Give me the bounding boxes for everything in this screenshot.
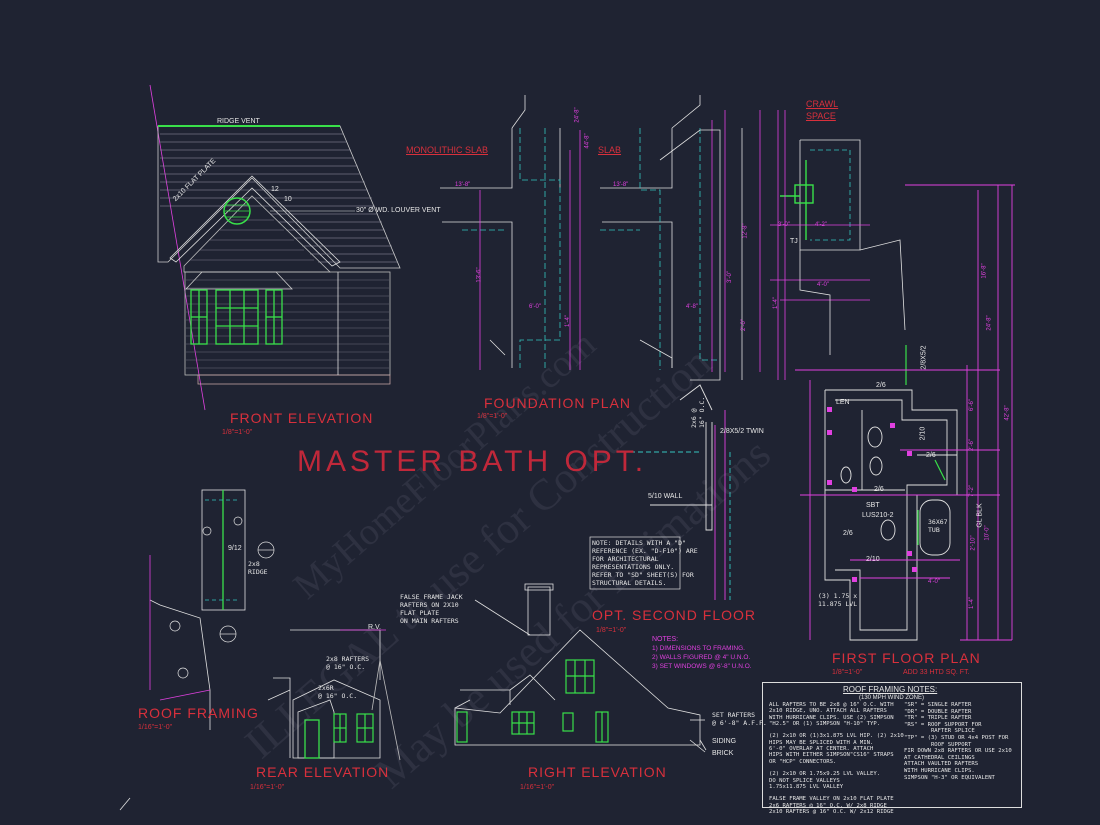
ffp-dim-6: 10'-0"	[984, 525, 991, 541]
front-elevation-scale: 1/8"=1'-0"	[222, 429, 253, 436]
opt-second-floor-title: OPT. SECOND FLOOR	[592, 607, 757, 623]
first-floor-plan-drawing	[795, 184, 1015, 641]
foundation-dim-11: 3'-0"	[726, 271, 733, 283]
right-elevation-title: RIGHT ELEVATION	[528, 764, 667, 780]
twin-label: 2/8X5/2 TWIN	[720, 428, 764, 435]
first-floor-plan-scale: 1/8"=1'-0"	[832, 669, 863, 676]
rafters-2x8-label: 2x8 RAFTERS @ 16" O.C.	[326, 655, 370, 671]
roof-framing-title: ROOF FRAMING	[138, 705, 259, 721]
roof-notes-heading: ROOF FRAMING NOTES:	[843, 685, 938, 694]
ffp-dim-7: 7'-2"	[968, 485, 975, 497]
rear-elevation-title: REAR ELEVATION	[256, 764, 390, 780]
pitch-10-front: 10	[284, 196, 292, 203]
front-elevation-title: FRONT ELEVATION	[230, 410, 374, 426]
room-dim-8: 2/10	[919, 426, 927, 441]
foundation-dim-5: 12'-8"	[742, 223, 749, 239]
first-floor-plan-title: FIRST FLOOR PLAN	[832, 650, 981, 666]
roof-notes-subheading: (130 MPH WIND ZONE)	[859, 695, 925, 701]
crawl-dim-4: 1'-4"	[772, 297, 779, 309]
ridge-2x8-label: 2x8 RIDGE	[248, 560, 268, 576]
crawl-dim-1: 3'-0"	[778, 222, 790, 228]
foundation-dim-10: 4'-8"	[686, 304, 698, 310]
false-frame-label: FALSE FRAME JACK RAFTERS ON 2X10 FLAT PL…	[400, 593, 463, 625]
roof-framing-scale: 1/16"=1'-0"	[138, 724, 173, 731]
room-dim-2: 2/8X5/2	[920, 345, 928, 370]
foundation-dim-1: 13'-8"	[455, 182, 471, 188]
ffp-dim-9: 2'-10"	[970, 535, 977, 551]
opt-note-2: 2) WALLS FIGURED @ 4" U.N.O.	[652, 654, 751, 661]
room-dim-6: 2/6	[874, 486, 884, 493]
rv-label: R.V.	[368, 624, 381, 631]
d-reference-note: NOTE: DETAILS WITH A "D" REFERENCE (EX. …	[592, 539, 698, 587]
siding-label: SIDING	[712, 738, 737, 745]
rafters-2x6r-label: 2x6R @ 16" O.C.	[318, 684, 358, 700]
room-dim-3: LEN	[836, 399, 850, 406]
crawl-dim-3: 4'-0"	[817, 282, 829, 288]
ffp-dim-10: 2'-6"	[968, 439, 975, 451]
set-rafters-label: SET RAFTERS @ 6'-8" A.F.F.	[712, 711, 767, 727]
roof-notes-right: "SR" = SINGLE RAFTER "DR" = DOUBLE RAFTE…	[904, 702, 1012, 781]
sbt-label: SBT	[866, 502, 880, 509]
tj-label: TJ	[790, 238, 798, 245]
foundation-plan-scale: 1/8"=1'-0"	[477, 413, 508, 420]
rear-elevation-drawing	[267, 629, 401, 761]
pitch-12-front: 12	[271, 186, 279, 193]
gl-blk-label: GL BLK	[976, 503, 984, 528]
ffp-dim-8: 4'-0"	[928, 579, 940, 585]
foundation-dim-3: 24'-8"	[574, 107, 581, 123]
ffp-dim-3: 42'-8"	[1004, 405, 1011, 421]
right-elevation-scale: 1/16"=1'-0"	[520, 784, 555, 791]
first-floor-plan-subtitle: ADD 33 HTD SQ. FT.	[903, 669, 970, 676]
lus-label: LUS210-2	[862, 512, 894, 519]
foundation-plan-drawing	[440, 95, 761, 381]
room-dim-1: 2/6	[876, 382, 886, 389]
pitch-912-label: 9/12	[228, 545, 242, 552]
slab-label: SLAB	[598, 145, 622, 155]
opt-second-floor-scale: 1/8"=1'-0"	[596, 627, 627, 634]
ridge-vent-label: RIDGE VENT	[217, 118, 260, 125]
opt-note-3: 3) SET WINDOWS @ 6'-8" U.N.O.	[652, 663, 752, 670]
roof-notes-left: ALL RAFTERS TO BE 2x8 @ 16" O.C. WITH 2x…	[769, 702, 904, 816]
monolithic-slab-label: MONOLITHIC SLAB	[406, 145, 489, 155]
roof-framing-notes-box: ROOF FRAMING NOTES: (130 MPH WIND ZONE) …	[762, 682, 1022, 815]
right-elevation-drawing	[454, 583, 707, 753]
opt-note-1: 1) DIMENSIONS TO FRAMING.	[652, 645, 745, 652]
rafters-2x6-label: 2x6 @ 16" O.C.	[690, 396, 706, 428]
lvl-label: (3) 1.75 x 11.875 LVL	[818, 592, 858, 608]
crawl-space-label: CRAWL SPACE	[806, 99, 839, 121]
room-dim-7: 2/6	[926, 452, 936, 459]
tub-label: 36X67 TUB	[928, 518, 948, 534]
master-bath-title: MASTER BATH OPT.	[297, 445, 648, 478]
foundation-dim-4: 44'-8"	[584, 133, 591, 149]
ffp-dim-5: 1'-4"	[968, 597, 975, 609]
ffp-dim-2: 24'-8"	[986, 315, 993, 331]
stray-stroke	[119, 797, 131, 811]
brick-label: BRICK	[712, 750, 734, 757]
ffp-dim-1: 16'-8"	[981, 263, 988, 279]
foundation-dim-6: 2'-0"	[740, 319, 747, 331]
louver-vent-label: 30" Ø WD. LOUVER VENT	[356, 207, 441, 214]
crawl-dim-2: 4'-2"	[815, 222, 827, 228]
wall-510-label: 5/10 WALL	[648, 493, 683, 500]
foundation-dim-8: 13'-6"	[476, 267, 483, 283]
foundation-dim-9: 1'-4"	[564, 315, 571, 327]
crawl-space-drawing	[770, 110, 906, 380]
roof-framing-drawing	[149, 489, 275, 730]
opt-notes-heading: NOTES:	[652, 636, 679, 643]
foundation-dim-2: 13'-8"	[613, 182, 629, 188]
room-dim-5: 2/10	[866, 556, 880, 563]
master-bath-opt-drawing	[589, 384, 731, 600]
rear-elevation-scale: 1/16"=1'-0"	[250, 784, 285, 791]
foundation-dim-7: 6'-0"	[529, 304, 541, 310]
room-dim-4: 2/6	[843, 530, 853, 537]
front-elevation-drawing	[149, 84, 401, 411]
foundation-plan-title: FOUNDATION PLAN	[484, 395, 631, 411]
ffp-dim-4: 6'-6"	[968, 399, 975, 411]
